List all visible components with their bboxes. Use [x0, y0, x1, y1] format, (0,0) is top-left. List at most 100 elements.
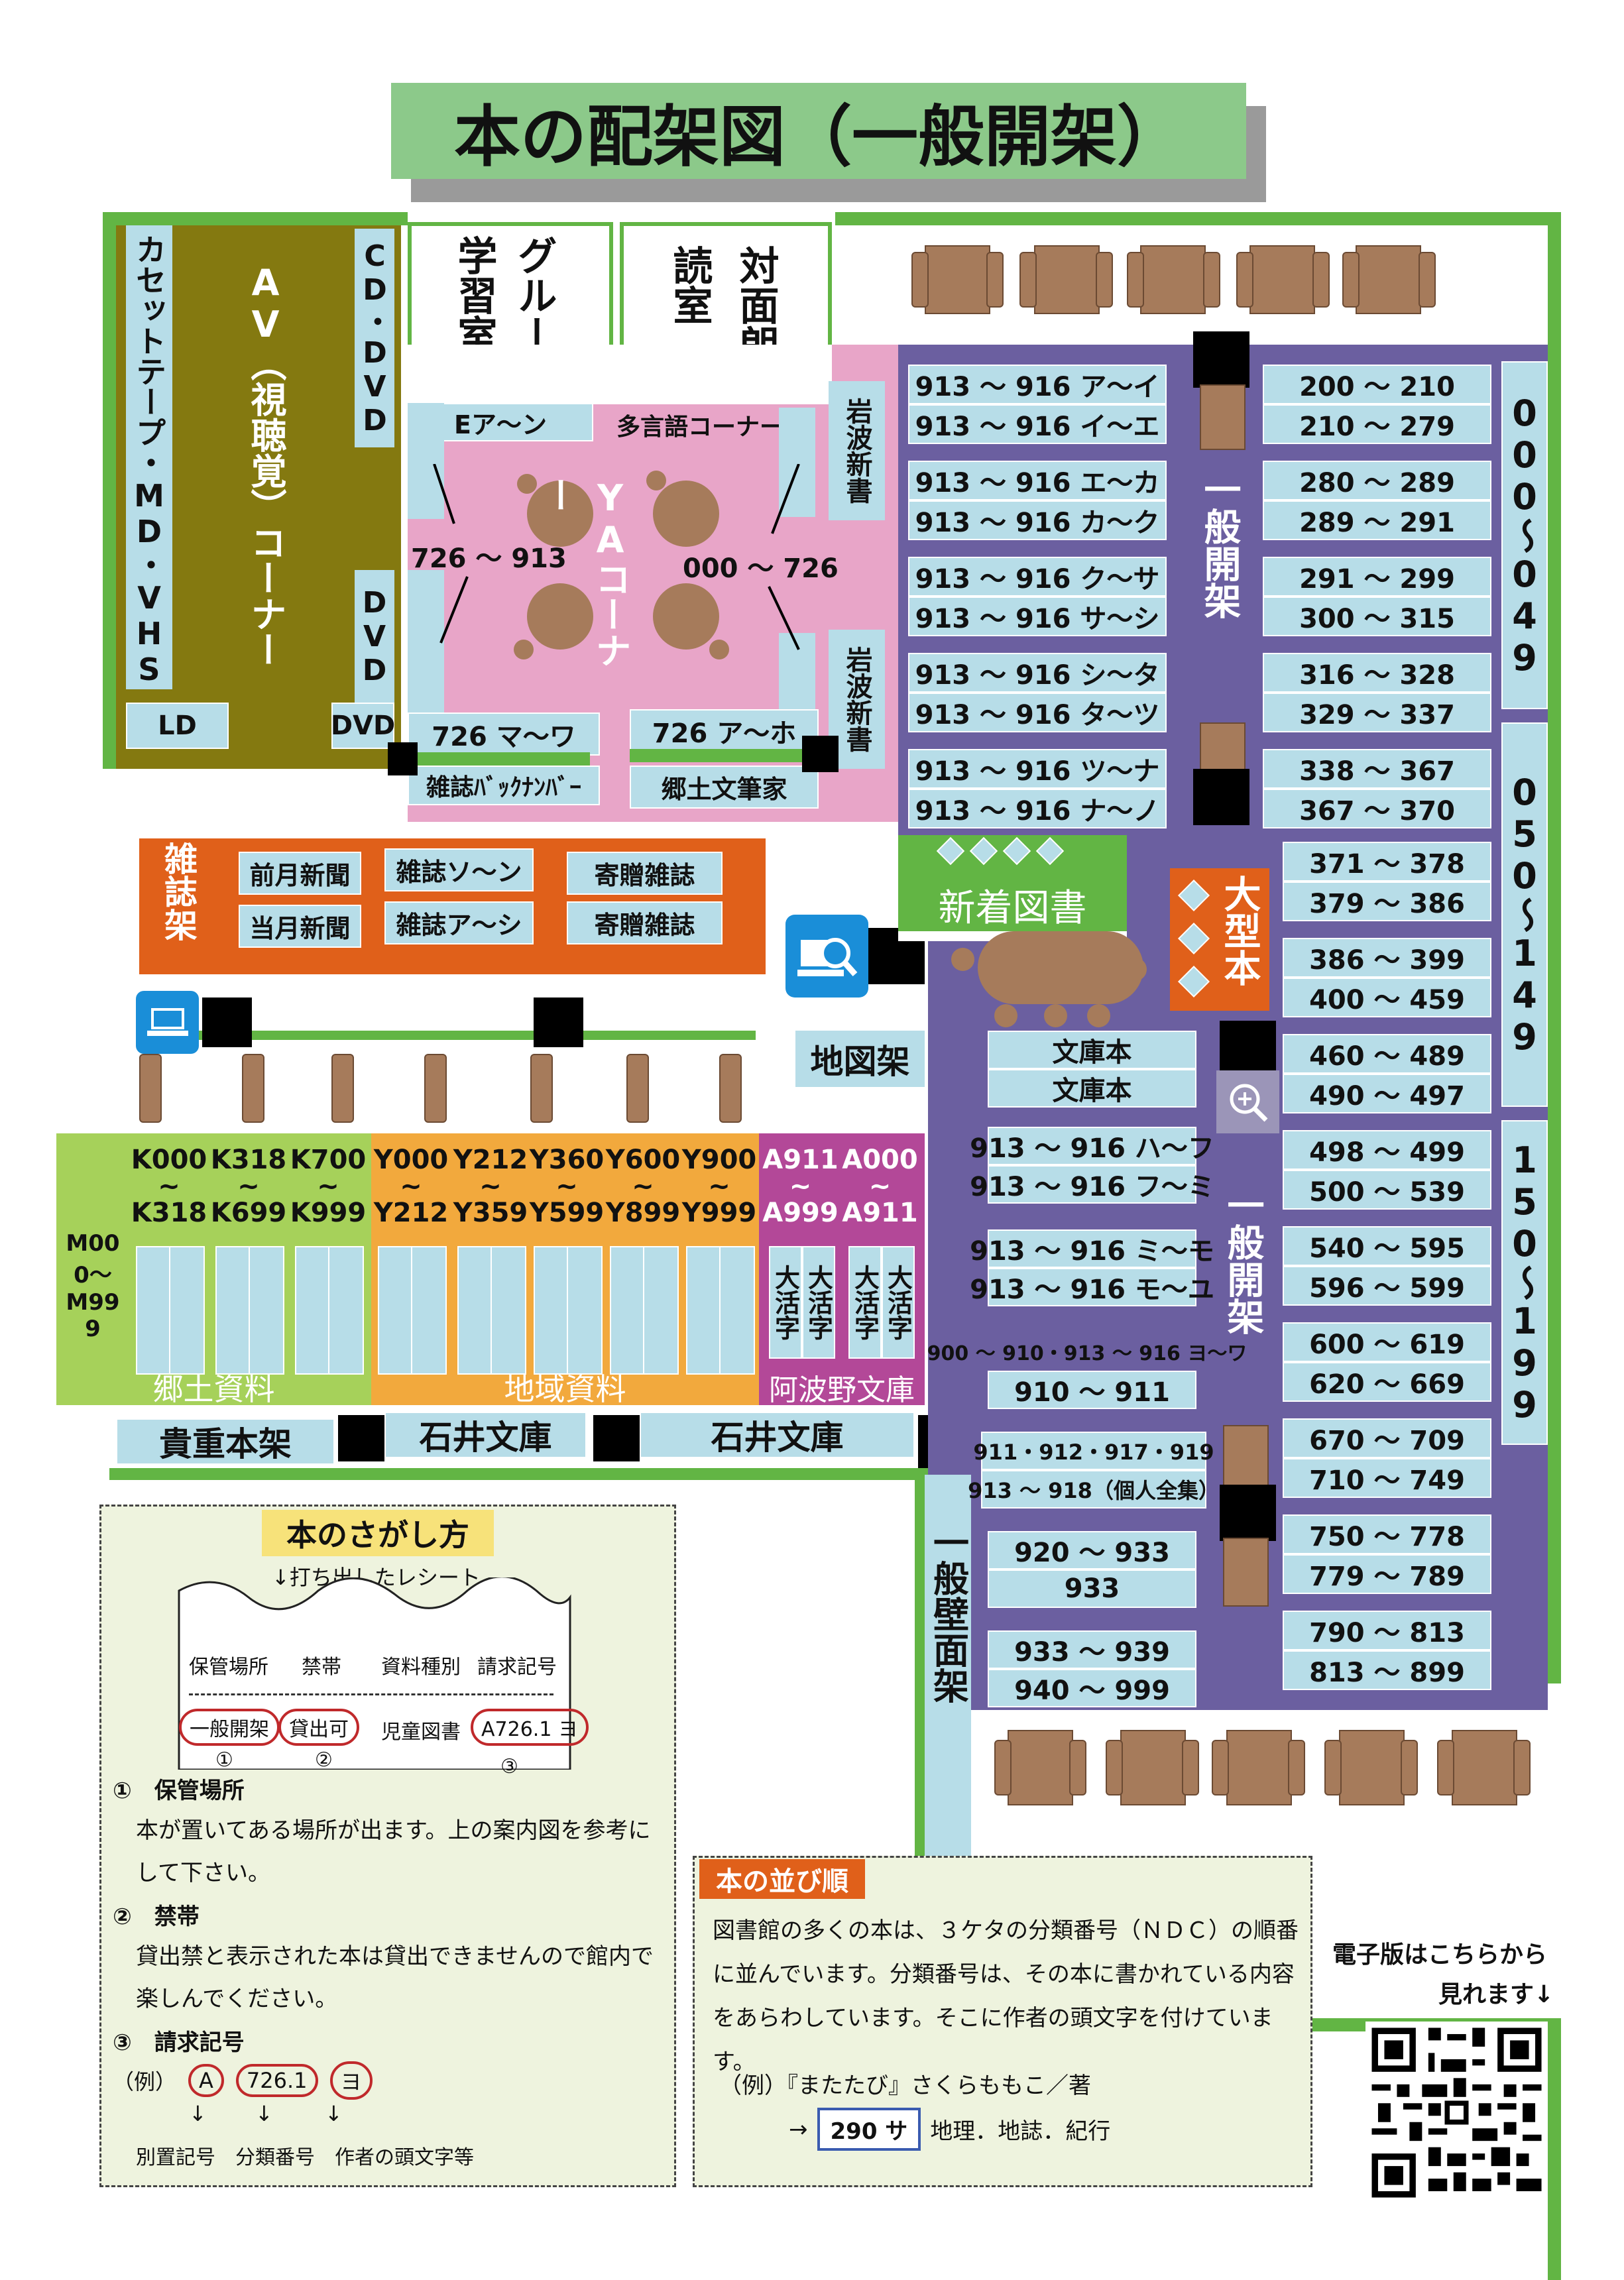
awano-shelf-1b: 大活字: [802, 1246, 835, 1359]
tilde: ~: [317, 1171, 339, 1202]
awano-col-1-range: A911~A999: [762, 1147, 839, 1226]
lower-range-4b: 910 ～ 911: [988, 1371, 1196, 1409]
qr-code-icon[interactable]: [1365, 2022, 1548, 2204]
ya-table-1: [527, 481, 593, 547]
ya-726-ma-shelf: 726 マ～ワ: [408, 712, 600, 756]
chiiki-col-4-range: Y600~Y899: [605, 1147, 681, 1228]
magazine-item-3: 雑誌ソ～ン: [384, 848, 534, 891]
chiiki-shelf-4a: [610, 1246, 646, 1375]
search-catalog-icon[interactable]: [785, 915, 868, 997]
note-1-body: 本が置いてある場所が出ます。上の案内図を参考にして下さい。: [136, 1817, 651, 1886]
kyodo-shelf-1a: [136, 1246, 172, 1375]
receipt-header-3: 資料種別: [381, 1656, 461, 1679]
right-range-8b: 490 ～ 497: [1283, 1074, 1491, 1113]
zoom-in-icon[interactable]: [1216, 1070, 1279, 1133]
lower-range-4a: 900 ～ 910・913 ～ 916 ヨ～ワ: [927, 1342, 1247, 1365]
bottom-table-5b: [1452, 1730, 1517, 1805]
chiiki-col-1-range: Y000~Y212: [373, 1145, 449, 1228]
left-range-3b: 913 ～ 916 サ～シ: [908, 597, 1167, 636]
wall-range-1: 000～049: [1501, 361, 1548, 709]
right-range-7b: 400 ～ 459: [1283, 978, 1491, 1017]
magazine-label: 雑誌架: [159, 842, 198, 941]
kyodo-col-2-range: K318~K699: [210, 1145, 287, 1226]
lower-range-3b: 913 ～ 916 モ～ユ: [970, 1268, 1214, 1306]
ya-shelf-green-2: [630, 749, 815, 762]
tilde: ~: [868, 1171, 892, 1202]
chiiki-shelf-2b: [491, 1246, 526, 1375]
top-chair-6: [1203, 252, 1220, 308]
awano-col-2-range: A000~A911: [842, 1147, 918, 1226]
right-range-1a: 200 ～ 210: [1263, 365, 1491, 404]
kyodo-col-2-from: K318: [210, 1145, 287, 1175]
chiiki-col-3-range: Y360~Y599: [530, 1147, 604, 1226]
right-range-11b: 620 ～ 669: [1283, 1362, 1491, 1402]
tilde: ~: [158, 1171, 180, 1202]
carrel-5: [530, 1054, 553, 1123]
order-code: 290 サ: [817, 2108, 921, 2151]
chiiki-shelf-1b: [411, 1246, 447, 1375]
lower-range-7b: 940 ～ 999: [988, 1669, 1196, 1707]
chair-c: [994, 1004, 1017, 1027]
chiiki-col-1-to: Y212: [373, 1198, 449, 1228]
left-range-2b: 913 ～ 916 カ～ク: [908, 500, 1167, 540]
tilde: ~: [400, 1171, 422, 1202]
right-range-10b: 596 ～ 599: [1283, 1266, 1491, 1306]
page-title-text: 本の配架図（一般開架）: [454, 98, 1183, 176]
receipt-value-4: A726.1 ヨ: [471, 1709, 589, 1746]
general-open-label-1: 一般開架: [1198, 471, 1241, 619]
reading-table: [978, 931, 1143, 1004]
ya-left-range: 726 ～ 913: [411, 543, 567, 574]
ya-table-2: [653, 481, 719, 547]
awano-shelf-2a: 大活字: [848, 1246, 882, 1359]
receipt-value-2-text: 貸出可: [278, 1709, 359, 1746]
ishii-shelf-1: 石井文庫: [384, 1412, 587, 1458]
ya-bracket-lines: [433, 464, 800, 650]
bottom-chair-10b: [1513, 1740, 1531, 1795]
multilang-label: 多言語コーナー: [616, 414, 784, 441]
chiiki-col-4-to: Y899: [605, 1198, 681, 1228]
av-corner-label: AV（視聴覚）コーナー: [245, 262, 286, 667]
bottom-chair-3b: [1106, 1740, 1123, 1795]
tilde: ~: [708, 1171, 730, 1202]
search-guide-title: 本のさがし方: [262, 1510, 494, 1556]
kyodo-shelf-1b: [169, 1246, 205, 1375]
computer-icon[interactable]: [136, 991, 199, 1054]
wall-range-3-text: 150～199: [1503, 1139, 1546, 1426]
magazine-item-1: 前月新聞: [239, 852, 361, 895]
kyodo-col-3-from: K700: [290, 1145, 367, 1175]
order-arrow: →: [789, 2116, 808, 2143]
kyodo-shelf-2a: [215, 1246, 251, 1375]
right-range-2a: 280 ～ 289: [1263, 461, 1491, 500]
pillar-4: [534, 997, 583, 1047]
bottom-chair-4b: [1182, 1740, 1199, 1795]
order-example: （例）『またたび』さくらももこ／著: [719, 2073, 1091, 2099]
carrel-3: [331, 1054, 354, 1123]
right-range-5a: 338 ～ 367: [1263, 749, 1491, 789]
lower-range-5b: 913 ～ 918（個人全集）: [968, 1470, 1220, 1509]
tilde: ~: [555, 1171, 578, 1202]
top-chair-10: [1419, 252, 1436, 308]
kyodo-col-1-from: K000: [131, 1145, 207, 1175]
newbooks-diamond-icons: [936, 836, 1065, 866]
ishii-shelf-2: 石井文庫: [640, 1412, 915, 1458]
chiiki-col-1-from: Y000: [373, 1145, 449, 1175]
right-range-4a: 316 ～ 328: [1263, 653, 1491, 693]
order-body: 図書館の多くの本は、３ケタの分類番号（ＮＤＣ）の順番に並んでいます。分類番号は、…: [713, 1917, 1299, 2075]
kyodo-col-3-range: K700~K999: [290, 1145, 367, 1226]
order-example-row: → 290 サ 地理．地誌．紀行: [789, 2108, 1110, 2151]
ya-shelf-green-1: [398, 752, 590, 766]
lower-range-6a: 920 ～ 933: [988, 1531, 1196, 1569]
bottom-table-2b: [1120, 1730, 1186, 1805]
bottom-chair-2b: [1069, 1740, 1086, 1795]
right-range-7a: 386 ～ 399: [1283, 938, 1491, 978]
bottom-table-4b: [1339, 1730, 1405, 1805]
left-range-5a: 913 ～ 916 ツ～ナ: [908, 749, 1167, 789]
magazine-item-2: 当月新聞: [239, 905, 361, 948]
ya-726-a-shelf: 726 ア～ホ: [630, 709, 819, 752]
ya-chair-2: [646, 471, 666, 490]
right-range-1b: 210 ～ 279: [1263, 404, 1491, 444]
right-range-14b: 813 ～ 899: [1283, 1650, 1491, 1690]
chiiki-col-2-to: Y359: [453, 1198, 528, 1228]
receipt-value-4-text: A726.1 ヨ: [471, 1709, 589, 1746]
cd-dvd-shelf: [355, 229, 394, 447]
